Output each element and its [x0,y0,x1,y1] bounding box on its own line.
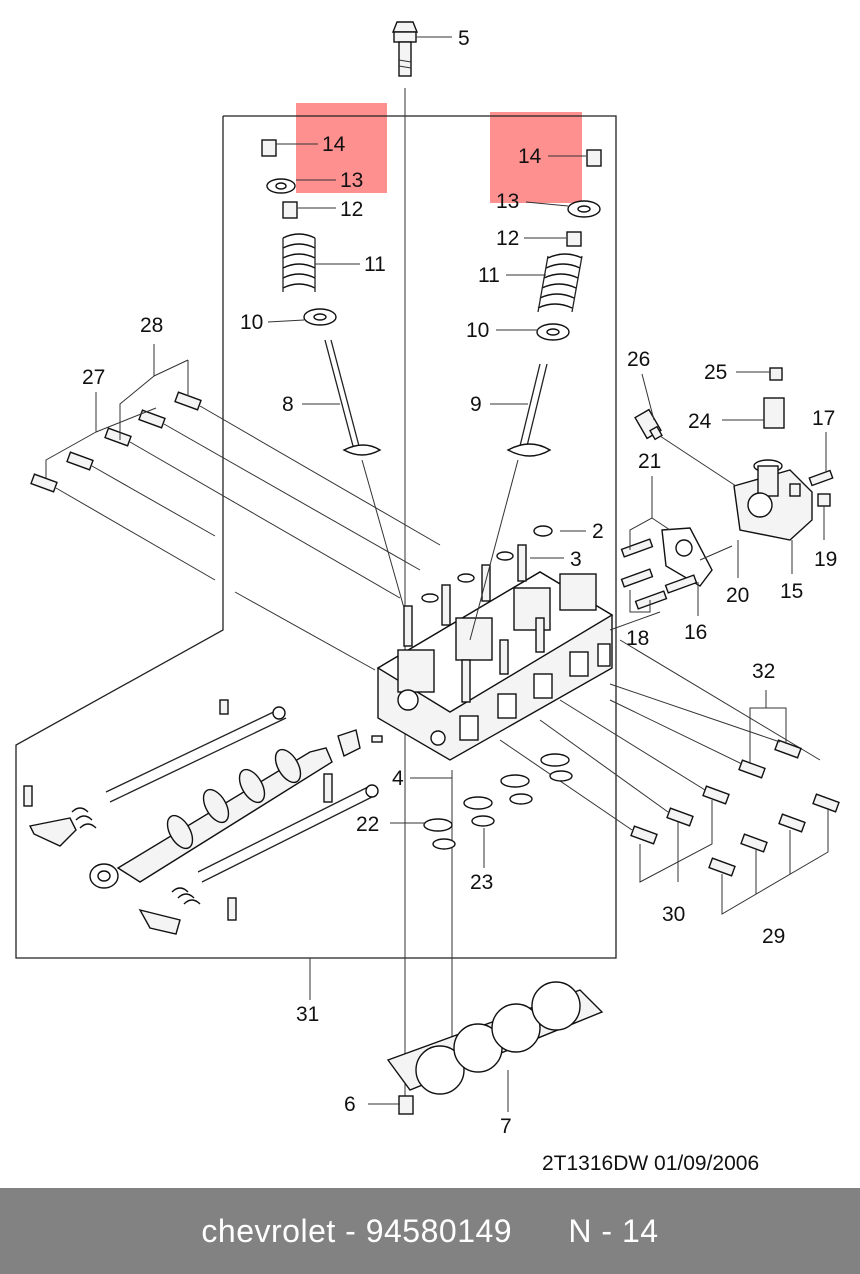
callout-27: 27 [82,366,105,389]
callout-28: 28 [140,314,163,337]
bolt-part-5 [391,21,419,77]
main-frame [15,115,617,959]
thermostat-housing [609,367,834,761]
callout-22: 22 [356,813,379,836]
callout-3: 3 [570,548,582,571]
studs-right [499,683,840,915]
callout-2: 2 [592,520,604,543]
head-gasket [386,981,604,1115]
callout-26: 26 [627,348,650,371]
callout-13-right: 13 [496,190,519,213]
callout-32: 32 [752,660,775,683]
callout-7: 7 [500,1115,512,1138]
callout-29: 29 [762,925,785,948]
callout-4: 4 [392,767,404,790]
callout-25: 25 [704,361,727,384]
callout-12-left: 12 [340,198,363,221]
callout-9: 9 [470,393,482,416]
seal-rings [423,753,573,868]
callout-15: 15 [780,580,803,603]
callout-18: 18 [626,627,649,650]
leader-lines [267,36,827,1112]
studs-left [30,344,441,671]
callout-8: 8 [282,393,294,416]
valve-stack-right [506,149,602,457]
callout-11-left: 11 [364,253,386,276]
diagram-code-stamp: 2T1316DW 01/09/2006 [542,1152,759,1175]
callout-labels: 5 14 13 12 11 10 8 14 13 12 11 10 9 28 2… [82,27,837,1175]
callout-16: 16 [684,621,707,644]
callout-12-right: 12 [496,227,519,250]
highlight-box-right [490,112,582,203]
camshaft-assembly [23,699,383,935]
footer-part-number: 94580149 [365,1212,513,1249]
footer-brand: chevrolet [201,1212,336,1249]
valve-stack-left [261,139,382,456]
cylinder-head [376,525,614,761]
callout-13-left: 13 [340,169,363,192]
callout-30: 30 [662,903,685,926]
callout-17: 17 [812,407,835,430]
callout-11-right: 11 [478,264,500,287]
callout-5: 5 [458,27,470,50]
highlight-box-left [296,103,387,193]
callout-6: 6 [344,1093,356,1116]
footer-bar: chevrolet - 94580149 N - 14 [0,1188,860,1274]
footer-page-label: N - 14 [568,1212,659,1249]
callout-10-left: 10 [240,311,263,334]
callout-14-right: 14 [518,145,542,168]
callout-10-right: 10 [466,319,489,342]
callout-14-left: 14 [322,133,346,156]
callout-20: 20 [726,584,749,607]
callout-24: 24 [688,410,712,433]
callout-19: 19 [814,548,837,571]
footer-gap [512,1213,568,1250]
exploded-parts-diagram: 5 14 13 12 11 10 8 14 13 12 11 10 9 28 2… [15,21,840,1175]
footer-separator: - [335,1212,366,1249]
callout-31: 31 [296,1003,319,1026]
callout-21: 21 [638,450,661,473]
callout-23: 23 [470,871,493,894]
